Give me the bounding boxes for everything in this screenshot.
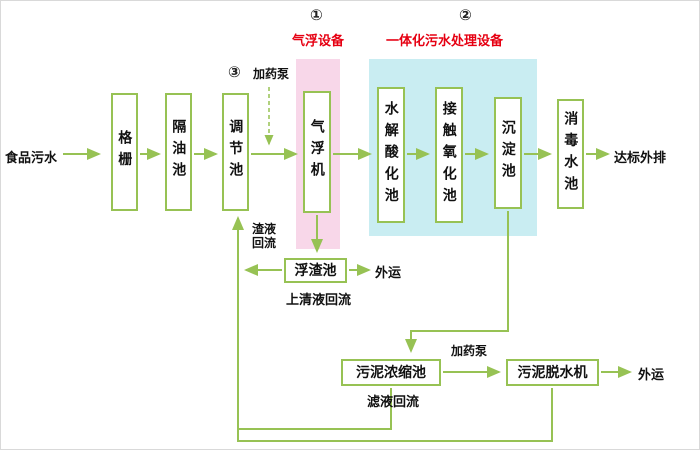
unit-disinfection-tank-label: 消毒水池 [563, 110, 580, 198]
unit-contact-oxidation-tank-label: 接触氧化池 [441, 100, 458, 210]
supernatant-reflux-label: 上清液回流 [286, 292, 352, 307]
marker-2: ② [459, 7, 472, 24]
marker-1: ① [310, 7, 323, 24]
unit-regulating-tank-label: 调节池 [228, 119, 245, 185]
integrated-equipment-title: 一体化污水处理设备 [386, 33, 504, 48]
marker-3: ③ [228, 64, 241, 81]
unit-sludge-dewatering-machine-label: 污泥脱水机 [517, 363, 588, 380]
unit-scum-tank-label: 浮渣池 [294, 261, 337, 278]
air-flotation-equipment-title: 气浮设备 [292, 33, 345, 48]
unit-grid-label: 格栅 [117, 130, 134, 174]
influent-label: 食品污水 [5, 150, 58, 165]
filtrate-reflux-label: 滤液回流 [367, 394, 420, 409]
unit-contact-oxidation-tank: 接触氧化池 [435, 87, 463, 223]
dosing-pump-top-label: 加药泵 [253, 67, 290, 81]
unit-sludge-thickening-tank: 污泥浓缩池 [341, 359, 441, 386]
unit-sludge-thickening-tank-label: 污泥浓缩池 [356, 363, 426, 380]
sludge-outbound-label: 外运 [638, 367, 665, 382]
scum-outbound-label: 外运 [375, 265, 402, 280]
unit-disinfection-tank: 消毒水池 [557, 99, 584, 209]
unit-oil-separator: 隔油池 [165, 93, 192, 211]
slag-liquid-reflux-label: 渣液回流 [252, 222, 277, 251]
unit-sludge-dewatering-machine: 污泥脱水机 [506, 359, 599, 386]
unit-sedimentation-tank: 沉淀池 [494, 97, 522, 209]
dosing-pump-bottom-label: 加药泵 [451, 344, 488, 358]
unit-grid: 格栅 [111, 93, 138, 211]
effluent-label: 达标外排 [614, 150, 667, 165]
unit-hydrolysis-acidification-tank: 水解酸化池 [377, 87, 405, 223]
unit-air-flotation-machine: 气浮机 [303, 91, 331, 213]
unit-regulating-tank: 调节池 [222, 93, 249, 211]
unit-oil-separator-label: 隔油池 [171, 119, 188, 185]
unit-scum-tank: 浮渣池 [284, 258, 347, 283]
unit-hydrolysis-acidification-tank-label: 水解酸化池 [383, 100, 400, 210]
unit-air-flotation-machine-label: 气浮机 [309, 119, 326, 185]
unit-sedimentation-tank-label: 沉淀池 [500, 120, 517, 186]
